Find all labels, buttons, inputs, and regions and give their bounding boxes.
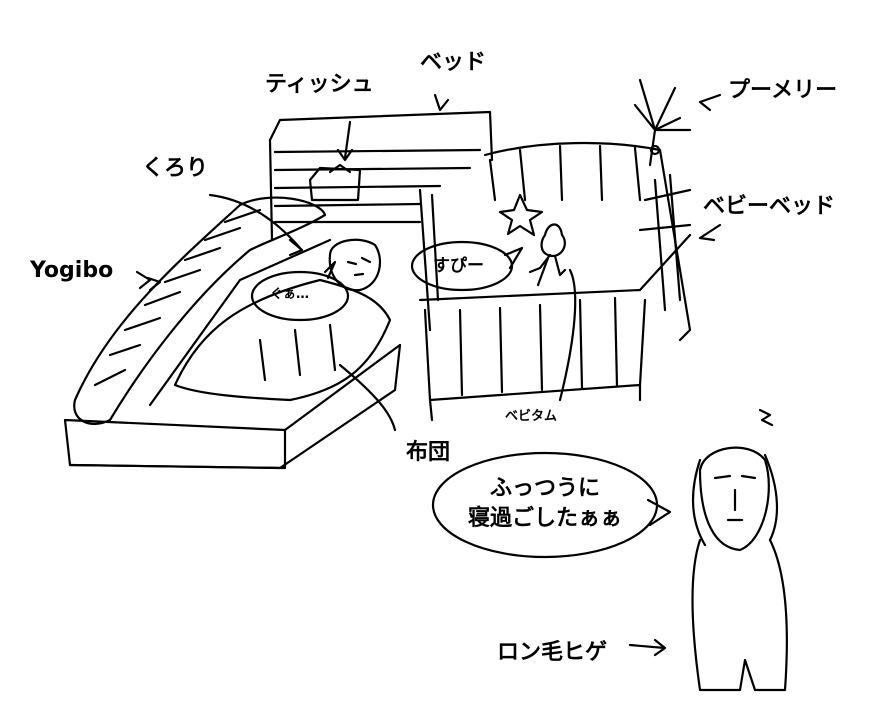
label-futon: 布団 (406, 440, 451, 465)
yogibo-arrow (146, 276, 162, 292)
label-bed: ベッド (420, 50, 487, 75)
bed-headboard-drawing (268, 110, 494, 332)
mobile-arrow (698, 93, 722, 112)
label-kurori: くろり (142, 156, 209, 181)
kurori-drawing (208, 193, 382, 292)
bed-arrow (433, 93, 450, 112)
man-bubble-line-2: 寝過ごしたぁぁ (467, 505, 622, 531)
baby-bubble-text: すぴー (433, 256, 484, 276)
babybed-arrow (698, 223, 722, 242)
label-baby-bed: ベビーベッド (703, 194, 836, 219)
label-long-hair-beard: ロン毛ヒゲ (497, 640, 608, 665)
label-yogibo: Yogibo (30, 258, 114, 283)
baby-bed-drawing (418, 141, 692, 422)
label-tissue: ティッシュ (265, 72, 374, 97)
man-bubble-line-1: ふっつうに (489, 476, 600, 501)
man-arrow (628, 638, 667, 657)
futon-drawing (173, 278, 397, 432)
man-bubble-text: ふっつうに 寝過ごしたぁぁ (455, 474, 635, 533)
label-mobile: プーメリー (728, 78, 838, 103)
kurori-bubble-text: ぐぁ… (270, 287, 310, 302)
tissue-box-drawing (308, 120, 362, 202)
star-toy (498, 193, 544, 237)
mattress-drawing (63, 238, 402, 470)
mobile-drawing (633, 78, 692, 167)
label-bebitamu: ベビタム (505, 409, 558, 424)
yogibo-drawing (73, 196, 327, 425)
man-drawing (691, 408, 788, 692)
bebitamu-drawing (528, 223, 577, 402)
kurori-bubble (250, 270, 350, 322)
